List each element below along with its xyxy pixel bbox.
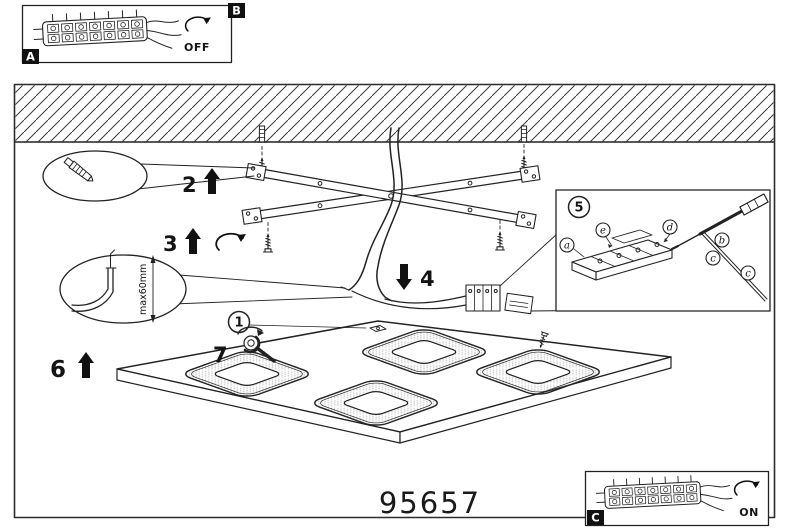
step-3-label: 3 xyxy=(163,228,247,256)
magnifier-wall-plug xyxy=(42,150,255,202)
step-6-number: 6 xyxy=(50,357,66,383)
step-7-number: 7 xyxy=(213,343,228,367)
switch-on-label: ON xyxy=(739,506,759,519)
callout-markers: a e d b c c xyxy=(559,219,756,281)
dimension-arrow xyxy=(150,255,156,323)
section-label-b xyxy=(228,3,245,18)
screwdriver-icon xyxy=(670,193,769,251)
connector-block xyxy=(351,233,579,315)
inset-c: ON C xyxy=(584,470,770,527)
step-5-detail-box: 5 xyxy=(555,189,771,312)
light-ring xyxy=(179,350,315,399)
switch-off-label: OFF xyxy=(184,41,210,54)
step-6-label: 6 xyxy=(50,352,94,383)
callout-c2: c xyxy=(745,269,751,280)
section-label-c xyxy=(587,510,604,525)
section-label-c-text: C xyxy=(591,511,599,525)
step-2-label: 2 xyxy=(182,168,220,197)
step-1-number: 1 xyxy=(234,316,243,331)
wrench-icon xyxy=(237,326,276,363)
callout-d: d xyxy=(667,223,673,234)
mounting-stud xyxy=(369,325,387,332)
light-ring xyxy=(470,348,606,397)
step-3-number: 3 xyxy=(163,232,178,256)
callout-c: c xyxy=(710,254,716,265)
section-label-b-text: B xyxy=(232,4,241,18)
magnifier-wire-strip: max60mm xyxy=(59,249,353,324)
wall-plug-icon xyxy=(63,157,94,182)
step-4-number: 4 xyxy=(420,267,435,291)
max-strip-length: max60mm xyxy=(138,264,149,315)
step-5-number: 5 xyxy=(574,201,583,216)
screwdriver-shaft-icon xyxy=(700,230,768,302)
callout-e: e xyxy=(600,226,606,237)
inset-ab: OFF B A xyxy=(21,3,245,64)
step-7-label: 7 xyxy=(213,326,276,367)
label-tag xyxy=(504,292,534,315)
section-label-a-text: A xyxy=(26,50,35,64)
light-ring xyxy=(308,379,444,428)
callout-b: b xyxy=(719,236,725,247)
step-4-label: 4 xyxy=(396,264,435,291)
screw-icon xyxy=(256,143,530,177)
ceiling-hatch xyxy=(14,85,775,143)
terminal-detail xyxy=(571,229,673,281)
screw-icon xyxy=(262,219,506,253)
step-2-number: 2 xyxy=(182,173,197,197)
mounting-cross-bracket xyxy=(241,162,541,230)
light-ring xyxy=(356,328,492,377)
stripped-wire-icon xyxy=(71,249,117,312)
model-number: 95657 xyxy=(379,486,481,520)
callout-a: a xyxy=(564,241,570,252)
section-label-a xyxy=(22,49,39,64)
